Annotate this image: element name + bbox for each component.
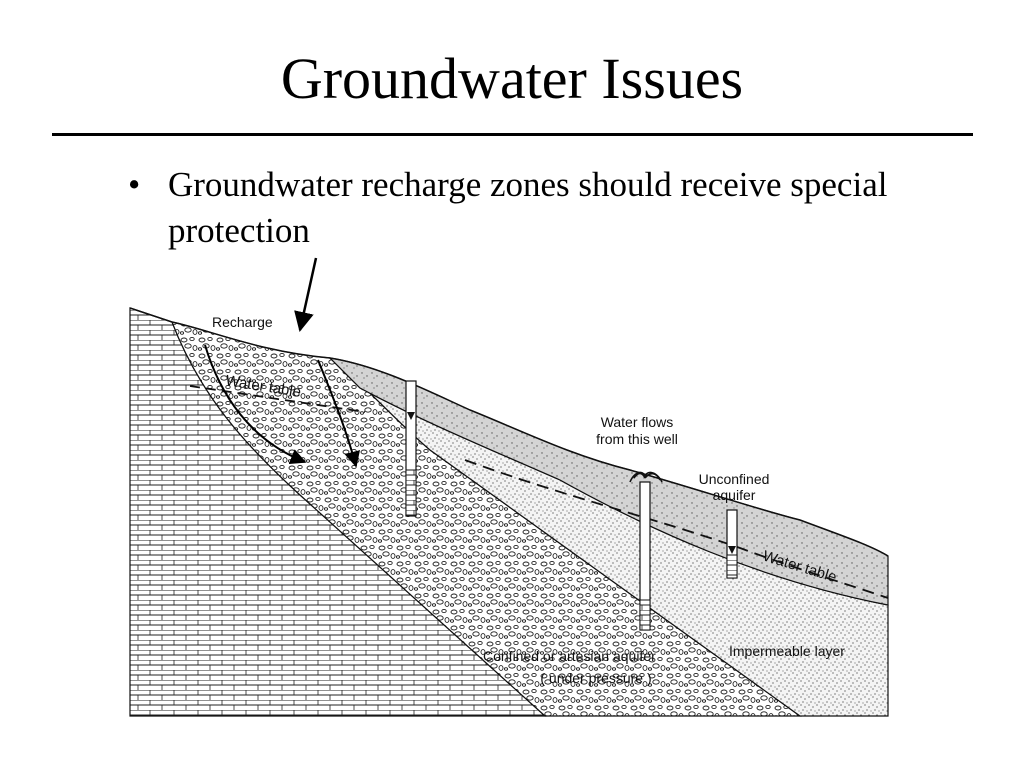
- recharge-flow-arrow: [204, 344, 307, 465]
- label-confined-line2: ( under pressure ): [540, 670, 651, 686]
- recharge-flow-arrow: [317, 359, 360, 468]
- title-divider: [52, 133, 973, 136]
- slide-title: Groundwater Issues: [280, 46, 744, 111]
- label-recharge: Recharge: [212, 314, 273, 330]
- bullet-marker: •: [128, 165, 141, 204]
- bullet-item: • Groundwater recharge zones should rece…: [128, 162, 908, 254]
- label-flowing-well-line1: Water flows: [601, 414, 674, 430]
- label-unconfined-line1: Unconfined: [699, 471, 770, 487]
- water-table-line-right: [464, 459, 889, 599]
- water-fountain-icon: [629, 471, 663, 483]
- well-unconfined: [726, 509, 738, 579]
- bullet-text: Groundwater recharge zones should receiv…: [168, 165, 888, 250]
- label-unconfined-line2: aquifer: [713, 487, 756, 503]
- well-upper: [405, 380, 417, 517]
- ground-surface: [129, 307, 889, 557]
- bullet-list: • Groundwater recharge zones should rece…: [128, 162, 908, 254]
- label-flowing-well-line2: from this well: [596, 431, 678, 447]
- recharge-pointer-arrow: [294, 257, 318, 332]
- flowing-artesian-well: [629, 471, 663, 631]
- label-impermeable-layer: Impermeable layer: [729, 643, 845, 659]
- label-confined-line1: Confined or artesian aquifer: [483, 648, 656, 664]
